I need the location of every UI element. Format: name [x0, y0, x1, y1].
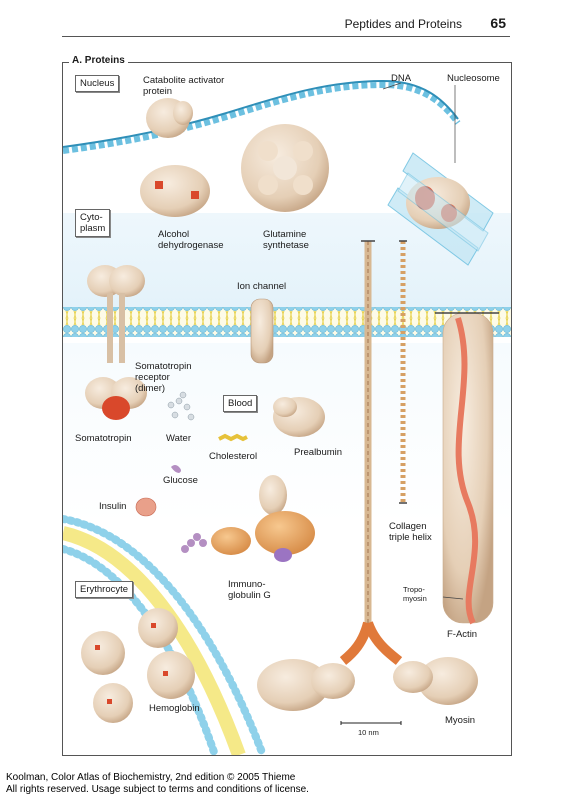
prealbumin	[273, 397, 325, 437]
somatotropin-receptor	[85, 265, 147, 420]
f-actin-label: F-Actin	[447, 629, 478, 640]
protein-illustration	[63, 63, 511, 755]
nucleosome	[387, 152, 494, 266]
footer-line-2: All rights reserved. Usage subject to te…	[6, 784, 309, 795]
alcohol-dehydrogenase-label: Alcohol dehydrogenase	[158, 229, 224, 251]
nucleus-label: Nucleus	[75, 75, 120, 92]
cholesterol-molecule	[218, 433, 248, 442]
immunoglobulin-g	[211, 475, 315, 562]
dna-label: DNA	[391, 73, 412, 84]
page-number: 65	[490, 15, 506, 31]
dna-helix	[63, 79, 461, 154]
alcohol-dehydrogenase	[140, 165, 210, 217]
collagen-label: Collagen triple helix	[389, 521, 432, 543]
somatotropin-receptor-label: Somatotropin receptor (dimer)	[135, 361, 192, 394]
footer-line-1: Koolman, Color Atlas of Biochemistry, 2n…	[6, 772, 296, 783]
collagen-triple-helix	[399, 240, 407, 504]
blood-label: Blood	[223, 395, 258, 412]
immunoglobulin-label: Immuno- globulin G	[228, 579, 271, 601]
insulin-label: Insulin	[99, 501, 127, 512]
glycan-chain	[181, 533, 207, 553]
somatotropin-label: Somatotropin	[75, 433, 132, 444]
ion-channel	[250, 298, 274, 364]
myosin-tail	[361, 240, 375, 623]
scale-bar	[340, 721, 402, 725]
page-title: Peptides and Proteins	[344, 17, 462, 31]
catabolite-activator-protein	[146, 98, 193, 138]
water-molecules	[167, 391, 195, 421]
myosin-label: Myosin	[445, 715, 476, 726]
cholesterol-label: Cholesterol	[209, 451, 258, 462]
ion-channel-label: Ion channel	[237, 281, 287, 292]
glucose-molecule	[171, 465, 181, 473]
footer: Koolman, Color Atlas of Biochemistry, 2n…	[6, 772, 309, 796]
tropomyosin-label: Tropo- myosin	[403, 585, 427, 603]
cap-label: Catabolite activator protein	[143, 75, 225, 97]
glutamine-synthetase-label: Glutamine synthetase	[263, 229, 309, 251]
leader-lines	[382, 82, 464, 600]
glucose-label: Glucose	[163, 475, 198, 486]
f-actin-filament	[435, 312, 499, 625]
prealbumin-label: Prealbumin	[294, 447, 343, 458]
figure-panel: A. Proteins Nucleus Cyto- plasm Blood Er…	[62, 55, 512, 756]
hemoglobin-label: Hemoglobin	[149, 703, 200, 714]
water-label: Water	[166, 433, 191, 444]
glutamine-synthetase	[241, 124, 329, 212]
nucleosome-label: Nucleosome	[447, 73, 500, 84]
erythrocyte-label: Erythrocyte	[75, 581, 134, 598]
scale-label: 10 nm	[358, 728, 379, 737]
insulin-molecule	[135, 497, 157, 517]
hemoglobin-group	[81, 608, 195, 723]
page-header: Peptides and Proteins 65	[62, 14, 510, 37]
myosin-heads	[257, 621, 478, 711]
plasma-membrane	[63, 307, 511, 337]
cytoplasm-label: Cyto- plasm	[75, 209, 111, 237]
panel-title: A. Proteins	[69, 55, 128, 66]
